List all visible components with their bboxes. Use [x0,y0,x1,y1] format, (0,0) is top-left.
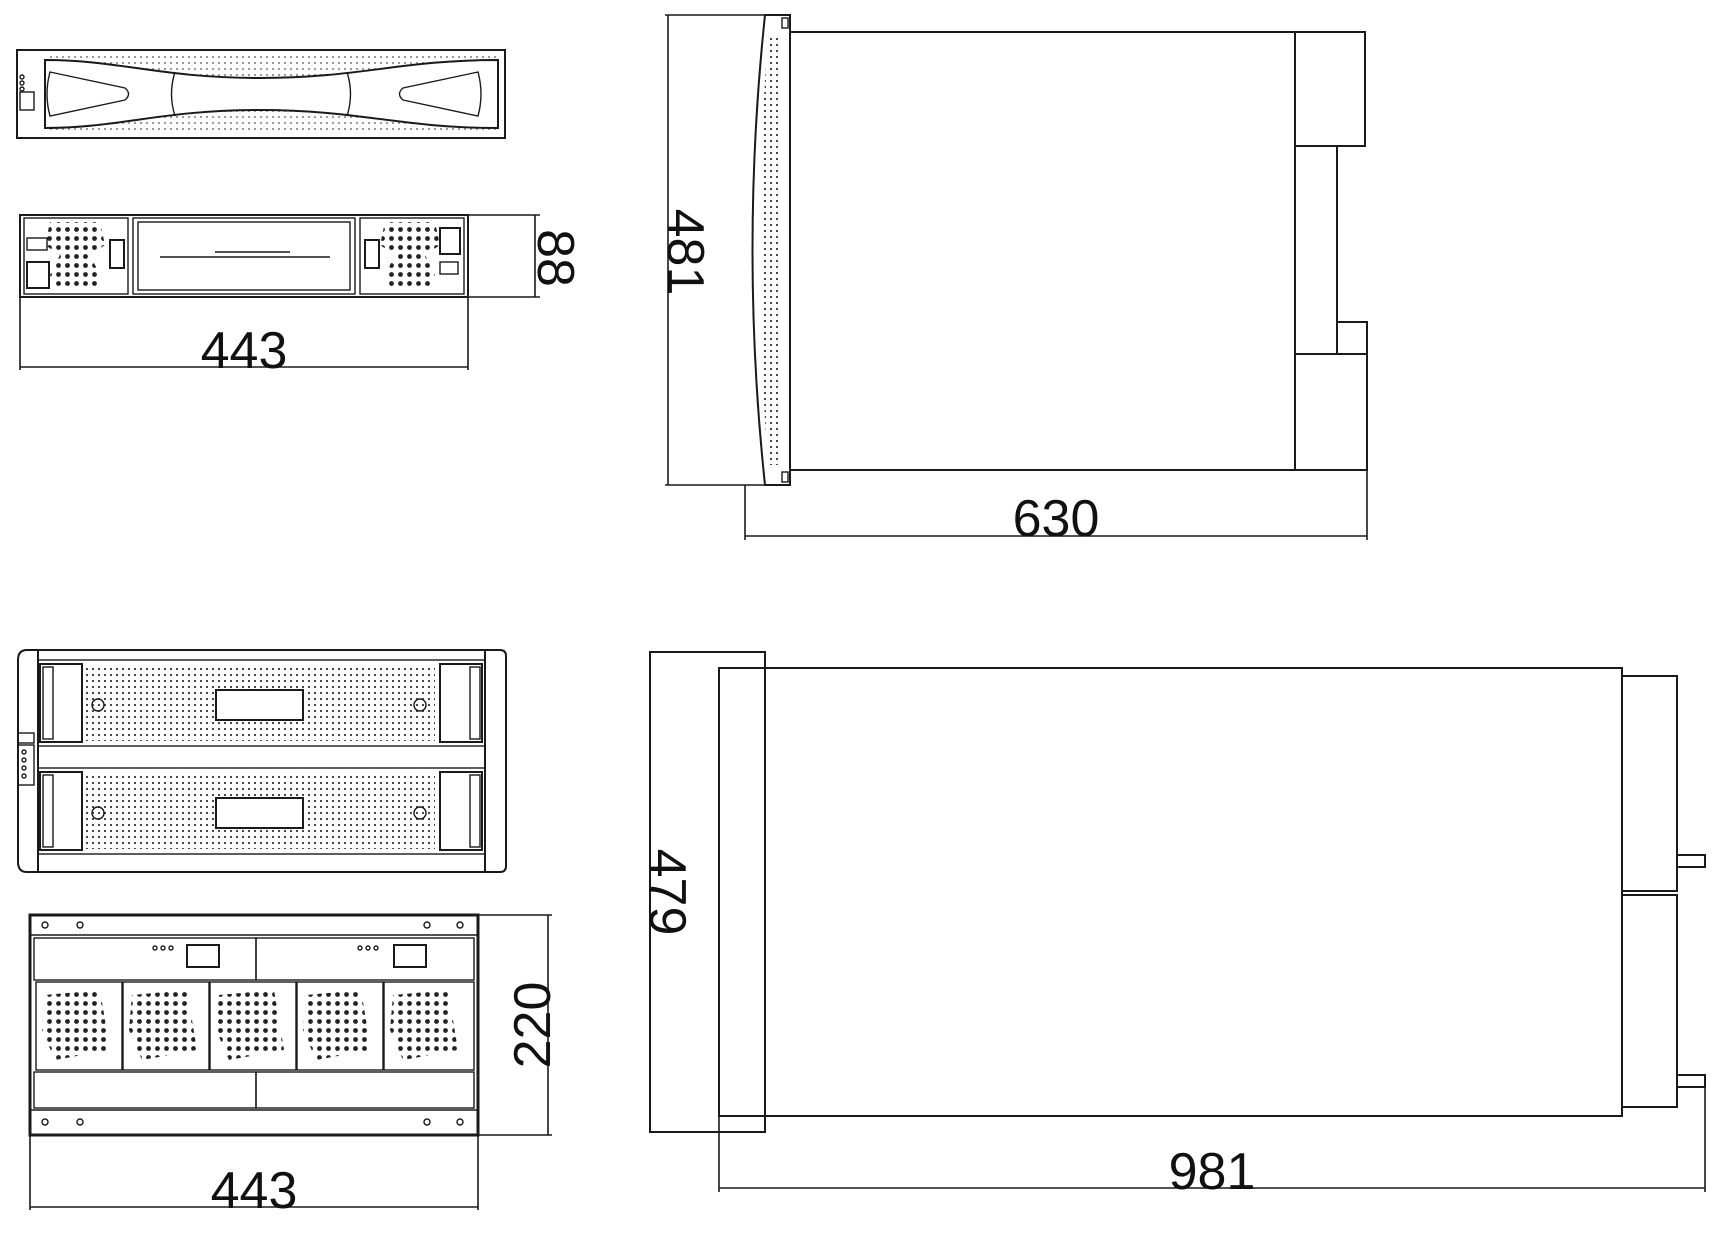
dimension-small-width: 443 [19,297,469,380]
led-indicator-icon [17,732,35,786]
large-unit-front-panel [17,649,507,873]
dimension-large-height: 220 [478,914,562,1136]
dimension-large-width: 443 [29,1135,479,1220]
small-unit-front-panel [16,49,506,139]
small-unit-rear-panel [19,214,469,298]
dimension-small-side-height: 481 [656,14,765,486]
dimension-large-side-height: 479 [638,652,696,1132]
large-unit-rear-panel [28,913,480,1137]
dim-label-large-depth: 981 [1169,1143,1256,1201]
dimension-small-height: 88 [468,214,584,298]
dim-label-small-height: 88 [526,229,584,287]
dim-label-large-height: 220 [504,982,562,1069]
dimension-small-depth: 630 [744,470,1368,548]
dim-label-large-side-height: 479 [638,849,696,936]
dim-label-small-depth: 630 [1013,490,1100,548]
led-indicator-icon [19,74,35,111]
dim-label-large-width: 443 [211,1162,298,1220]
dim-label-small-side-height: 481 [656,209,714,296]
small-unit-side-view [751,14,1368,486]
large-unit-side-view [649,651,1706,1133]
dim-label-small-width: 443 [201,322,288,380]
fan-grille-icon [35,981,475,1071]
dimension-large-depth: 981 [718,1087,1706,1201]
